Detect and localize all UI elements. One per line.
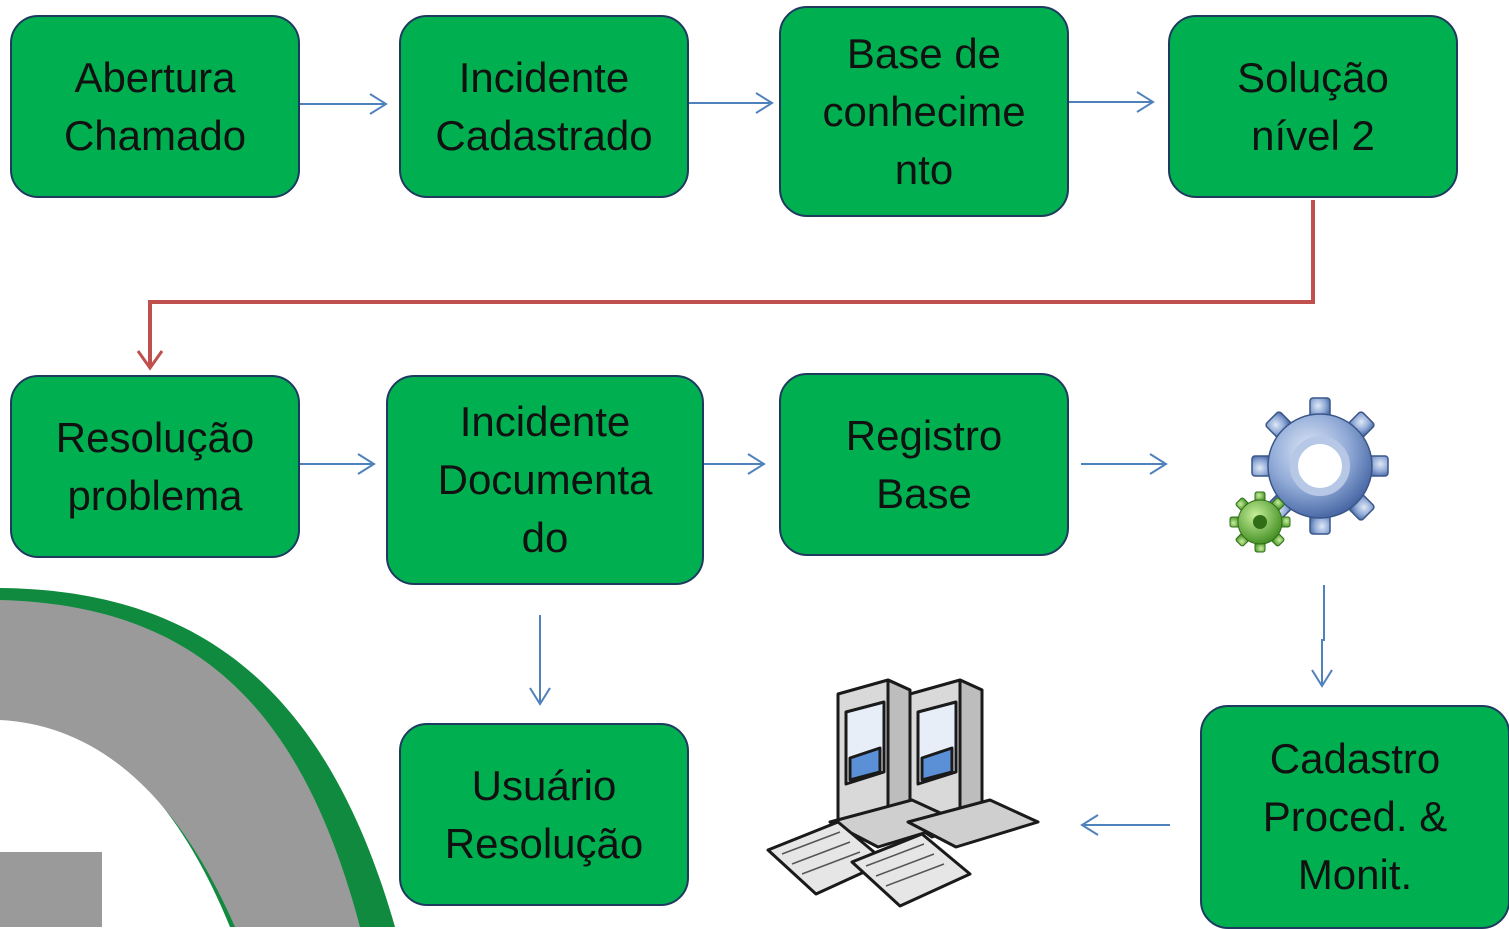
node-base-conhecimento: Base de conhecime nto: [779, 6, 1069, 217]
gears-icon: [1229, 397, 1389, 553]
node-resolucao-problema: Resolução problema: [10, 375, 300, 558]
node-cadastro-proced-monit: Cadastro Proced. & Monit.: [1200, 705, 1509, 929]
node-incidente-documentado: Incidente Documenta do: [386, 375, 704, 585]
node-incidente-cadastrado: Incidente Cadastrado: [399, 15, 689, 198]
node-registro-base: Registro Base: [779, 373, 1069, 556]
node-solucao-nivel2: Solução nível 2: [1168, 15, 1458, 198]
computers-icon: [766, 678, 1040, 908]
node-abertura-chamado: Abertura Chamado: [10, 15, 300, 198]
node-usuario-resolucao: Usuário Resolução: [399, 723, 689, 906]
